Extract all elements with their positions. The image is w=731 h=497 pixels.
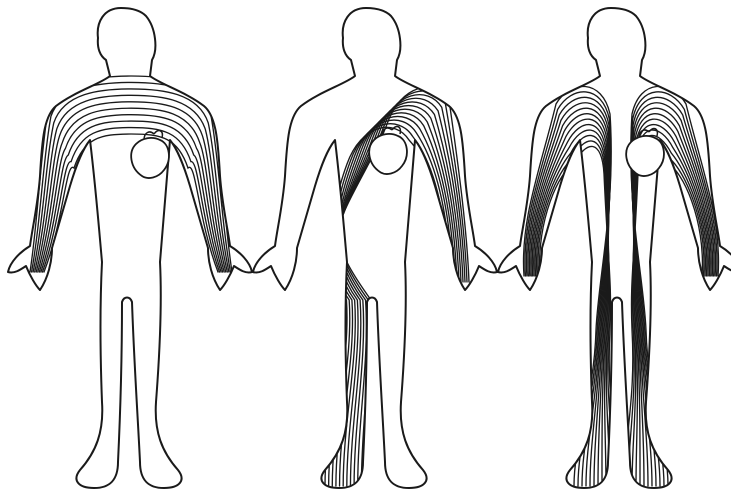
flow-line-left	[529, 108, 609, 486]
flow-lines-back	[523, 86, 718, 486]
body-outline	[8, 8, 252, 488]
flow-line-left	[525, 92, 611, 486]
flow-line	[33, 89, 229, 272]
flow-line	[38, 108, 224, 272]
flow-line-left	[523, 86, 611, 486]
figure-panel-2	[253, 8, 497, 488]
figure-panel-3	[498, 8, 731, 488]
figure-panel-1	[8, 8, 252, 488]
